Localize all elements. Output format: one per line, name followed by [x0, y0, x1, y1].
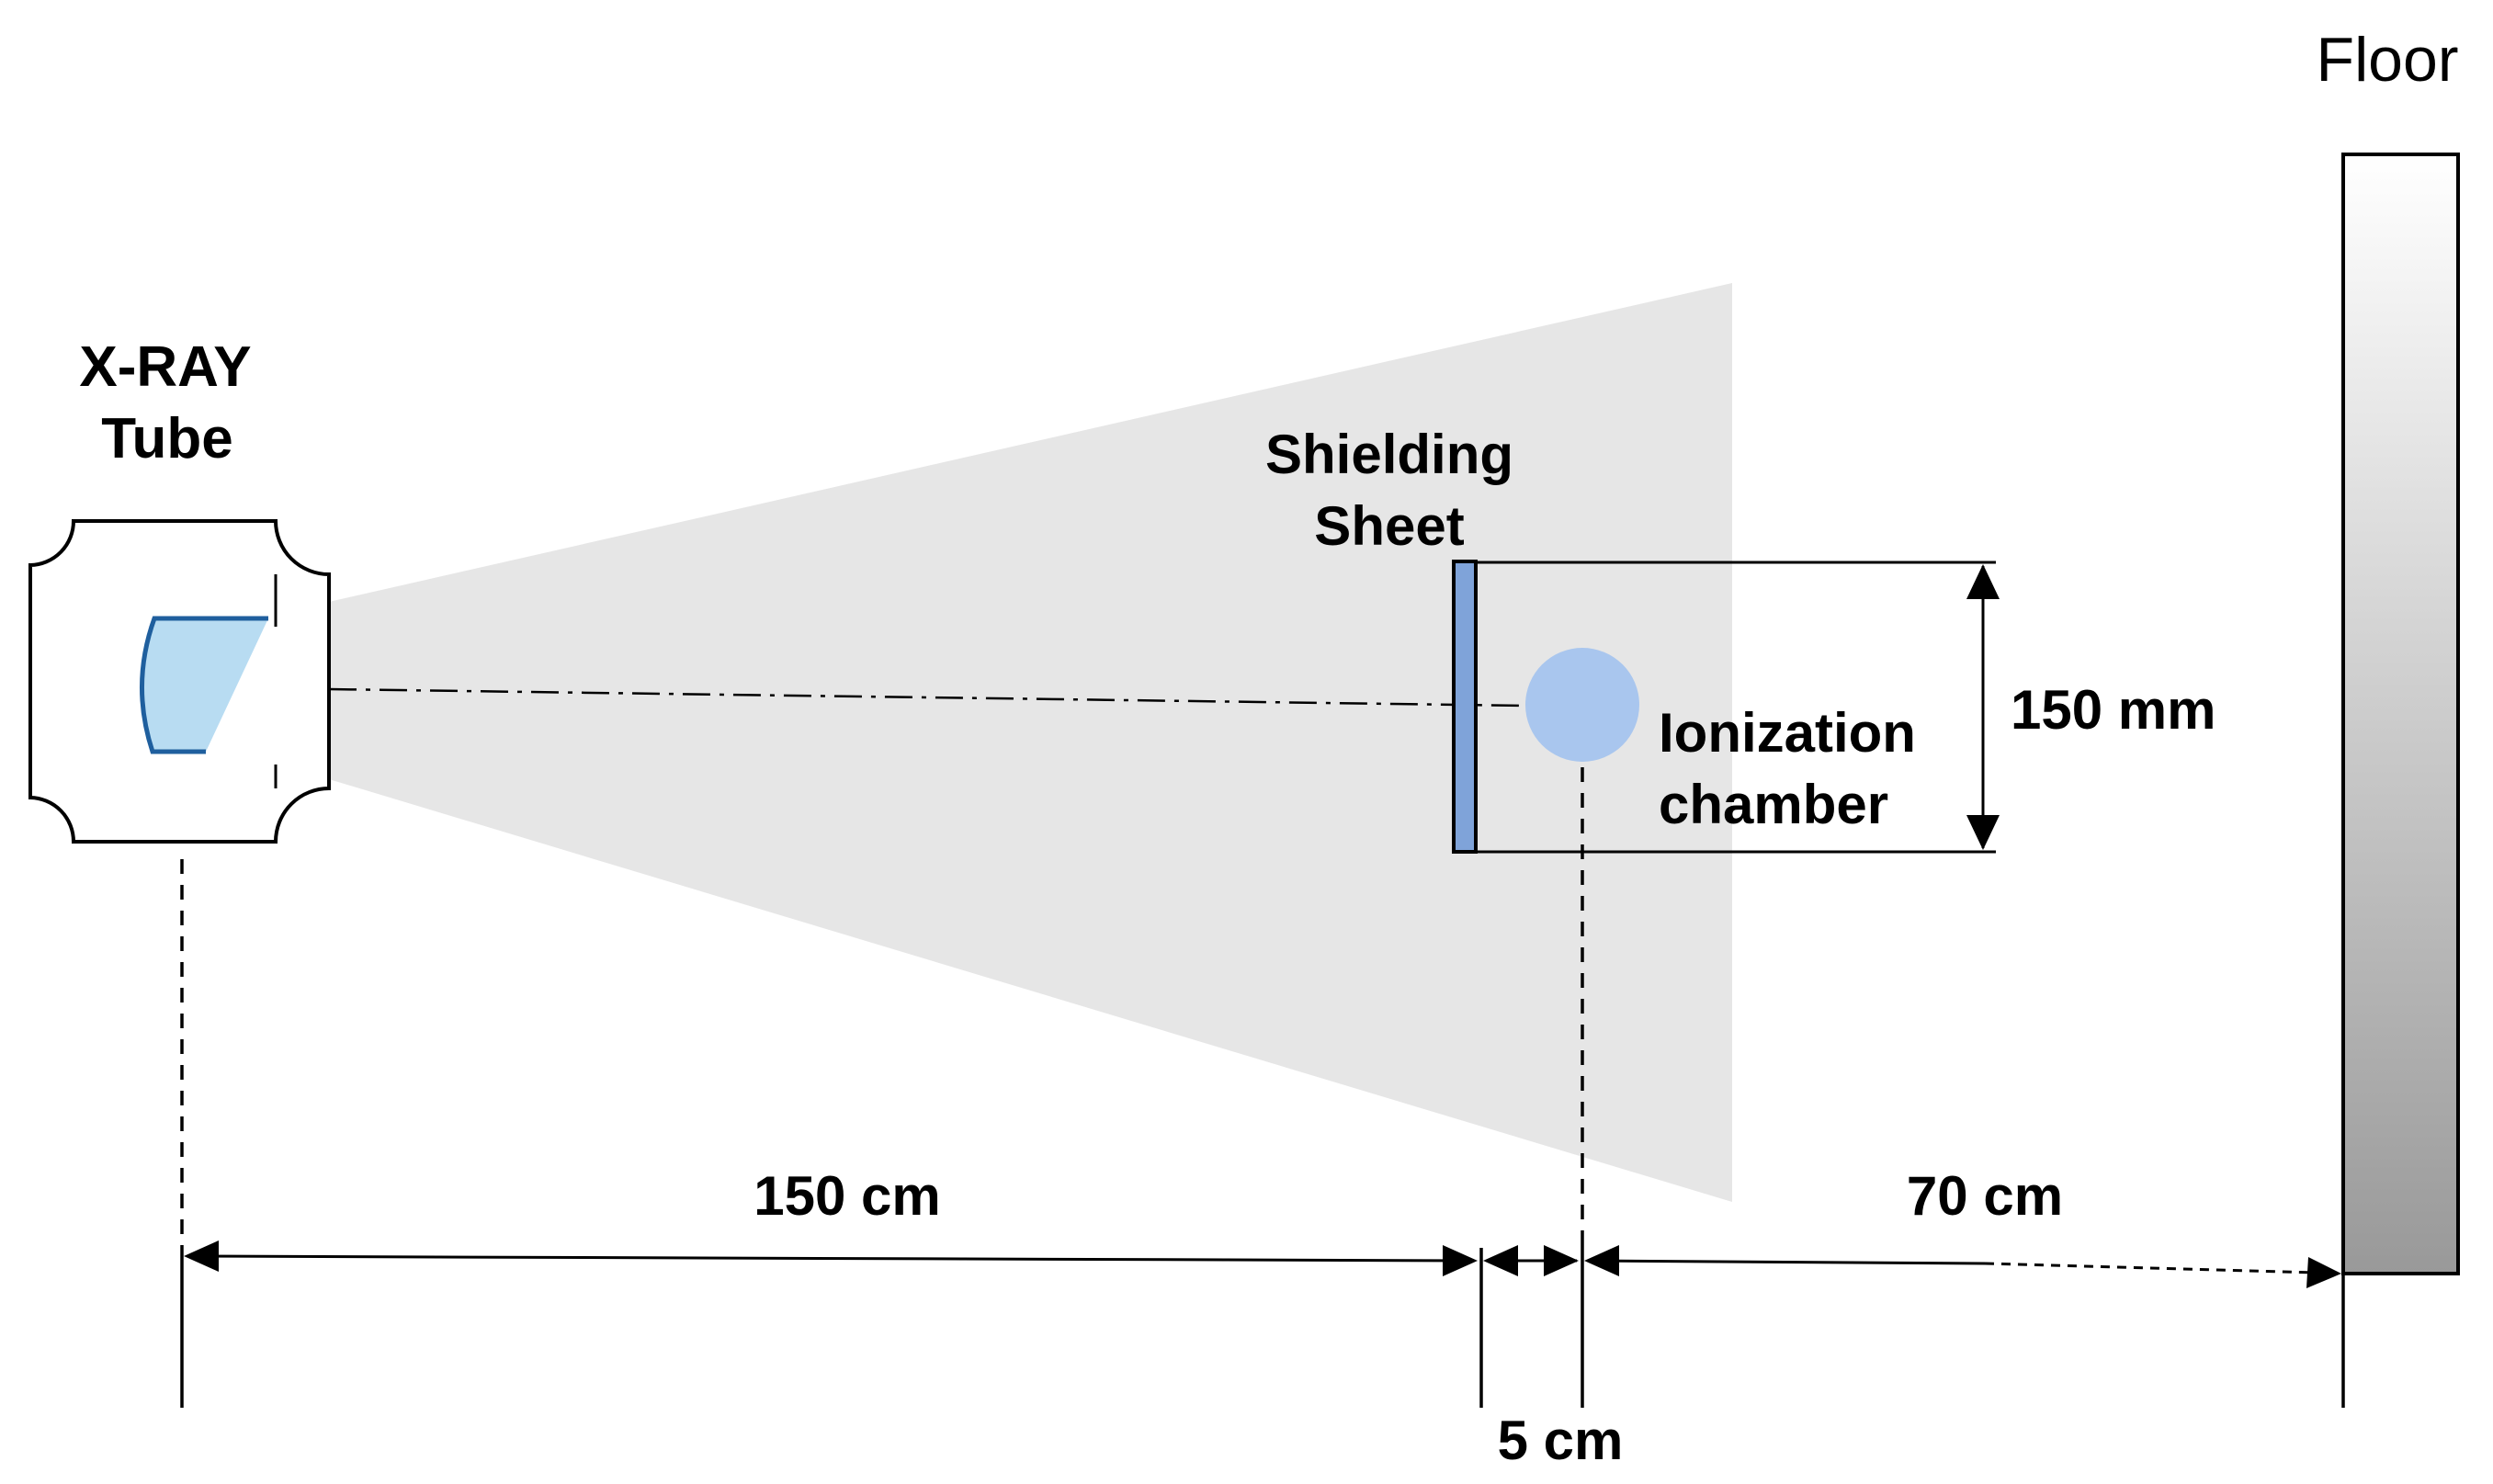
dim-arrow-tube-sheet-right-head — [1443, 1245, 1478, 1276]
field-arrow-head-top — [1966, 564, 2000, 599]
dim-arrow-chamber-floor-dashed — [1984, 1262, 2317, 1274]
dim-arrow-sheet-chamber-left-head — [1483, 1245, 1518, 1276]
anode-icon — [142, 618, 268, 752]
dim-label-chamber-floor: 70 cm — [1907, 1165, 2063, 1227]
dim-label-sheet-chamber: 5 cm — [1498, 1410, 1624, 1471]
shielding-sheet-label-line1: Shielding — [1265, 424, 1513, 485]
floor-label: Floor — [2317, 25, 2459, 95]
dim-label-tube-sheet: 150 cm — [754, 1165, 941, 1227]
ionization-chamber — [1525, 648, 1639, 762]
xray-tube-label-line2: Tube — [101, 407, 233, 470]
dim-arrow-sheet-chamber-right-head — [1544, 1245, 1579, 1276]
ionization-chamber-label-line2: chamber — [1659, 774, 1888, 835]
xray-beam-cone — [329, 283, 1732, 1202]
field-arrow-head-bottom — [1966, 815, 2000, 850]
dim-arrow-chamber-floor-right-head — [2306, 1257, 2341, 1288]
shielding-sheet — [1452, 560, 1478, 854]
dim-arrow-chamber-floor-solid — [1587, 1259, 1986, 1265]
dim-arrow-tube-sheet-left-head — [184, 1240, 219, 1272]
field-size-label: 150 mm — [2011, 679, 2215, 741]
floor-slab — [2341, 153, 2460, 1275]
dim-arrow-tube-sheet — [187, 1254, 1475, 1263]
dim-arrow-chamber-floor-left-head — [1584, 1245, 1619, 1276]
ionization-chamber-label-line1: Ionization — [1659, 702, 1916, 764]
shielding-sheet-label-line2: Sheet — [1314, 495, 1464, 557]
central-axis — [328, 687, 1526, 708]
anode-edge — [139, 616, 268, 754]
xray-tube-label-line1: X-RAY — [79, 335, 251, 399]
